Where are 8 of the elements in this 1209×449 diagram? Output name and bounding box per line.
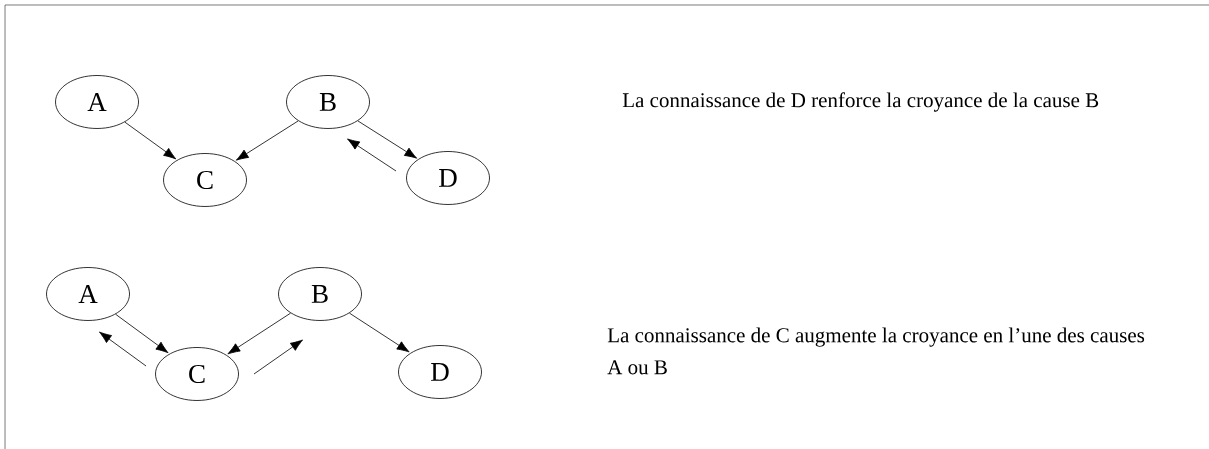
arrow (349, 312, 410, 353)
arrow (124, 121, 177, 160)
arrow (115, 313, 169, 354)
arrow (357, 120, 418, 159)
caption-text: La connaissance de D renforce la croyance de la cause B (622, 92, 1099, 112)
arrow (227, 312, 291, 355)
arrow (235, 120, 299, 161)
caption-text: La connaissance de C augmente la croyance en l’une des causes A ou B (607, 327, 1145, 375)
